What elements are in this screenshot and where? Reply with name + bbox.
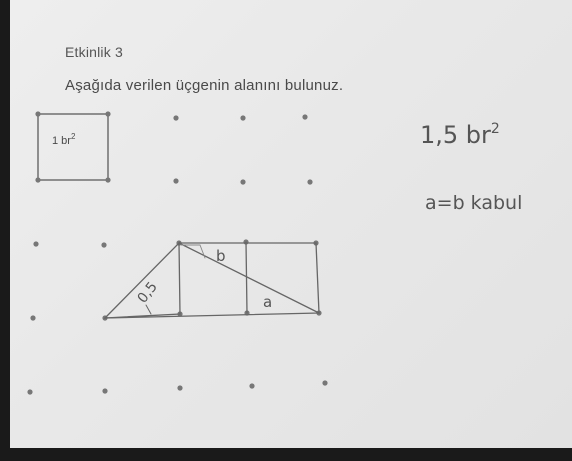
assumption-note: a=b kabul [425,192,522,214]
diagonal-line [178,242,320,314]
grid-dot [173,178,179,184]
outer-lines [104,242,320,319]
unit-square-label: 1 br2 [52,132,76,147]
triangle-construction [103,241,320,319]
grid-dot [177,385,183,391]
grid-dot [35,111,41,117]
small-tick [145,304,152,315]
unit-square: 1 br2 [37,113,109,181]
grid-dots [27,111,328,395]
middle-vertical-line [245,241,248,314]
instruction-text: Aşağıda verilen üçgenin alanını bulunuz. [65,77,344,94]
grid-dot [105,111,111,117]
grid-dot [249,383,255,389]
grid-dot [102,388,108,394]
grid-dot [240,115,246,121]
grid-dot [101,242,107,248]
grid-dot [240,179,246,185]
grid-dot [27,389,33,395]
shading-mark [180,244,206,259]
label-a: a [263,293,272,311]
worksheet-paper [10,0,572,448]
grid-dot [30,315,36,321]
grid-dot [307,179,313,185]
grid-dot [173,115,179,121]
grid-dot [35,177,41,183]
grid-dot [105,177,111,183]
left-triangle [103,241,181,319]
grid-dot [322,380,328,386]
grid-dot [33,241,39,247]
label-b: b [216,247,226,265]
grid-dot [302,114,308,120]
answer-area: 1,5 br2 [420,121,500,149]
activity-title: Etkinlik 3 [65,44,124,60]
unit-square-outline [37,113,109,181]
